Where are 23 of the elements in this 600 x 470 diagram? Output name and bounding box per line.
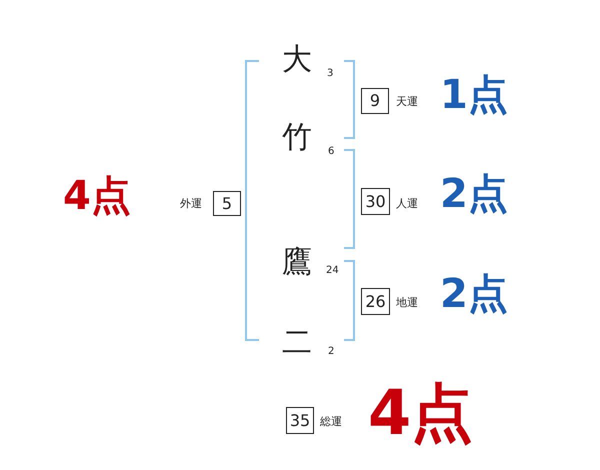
score-text: 4点 xyxy=(368,382,474,444)
fortune-label: 総運 xyxy=(320,416,342,427)
number-box: 9 xyxy=(361,88,389,114)
fortune-label: 人運 xyxy=(396,198,418,209)
name-character: 二 xyxy=(281,328,313,358)
score-text: 2点 xyxy=(440,274,508,314)
score-text: 1点 xyxy=(440,75,508,115)
fortune-label: 地運 xyxy=(396,297,418,308)
number-box: 30 xyxy=(361,188,390,215)
number-box: 26 xyxy=(361,288,390,315)
number-box: 5 xyxy=(213,191,241,216)
stroke-count: 24 xyxy=(326,266,339,276)
name-character: 竹 xyxy=(281,123,313,153)
name-character: 大 xyxy=(281,45,313,75)
score-text: 4点 xyxy=(63,176,131,216)
stroke-count: 6 xyxy=(328,147,334,157)
fortune-label: 天運 xyxy=(396,96,418,107)
stroke-count: 2 xyxy=(328,347,334,357)
fortune-label: 外運 xyxy=(180,198,202,209)
score-text: 2点 xyxy=(440,174,508,214)
name-character: 鷹 xyxy=(281,248,313,278)
number-box: 35 xyxy=(286,407,314,434)
stroke-count: 3 xyxy=(327,69,334,79)
